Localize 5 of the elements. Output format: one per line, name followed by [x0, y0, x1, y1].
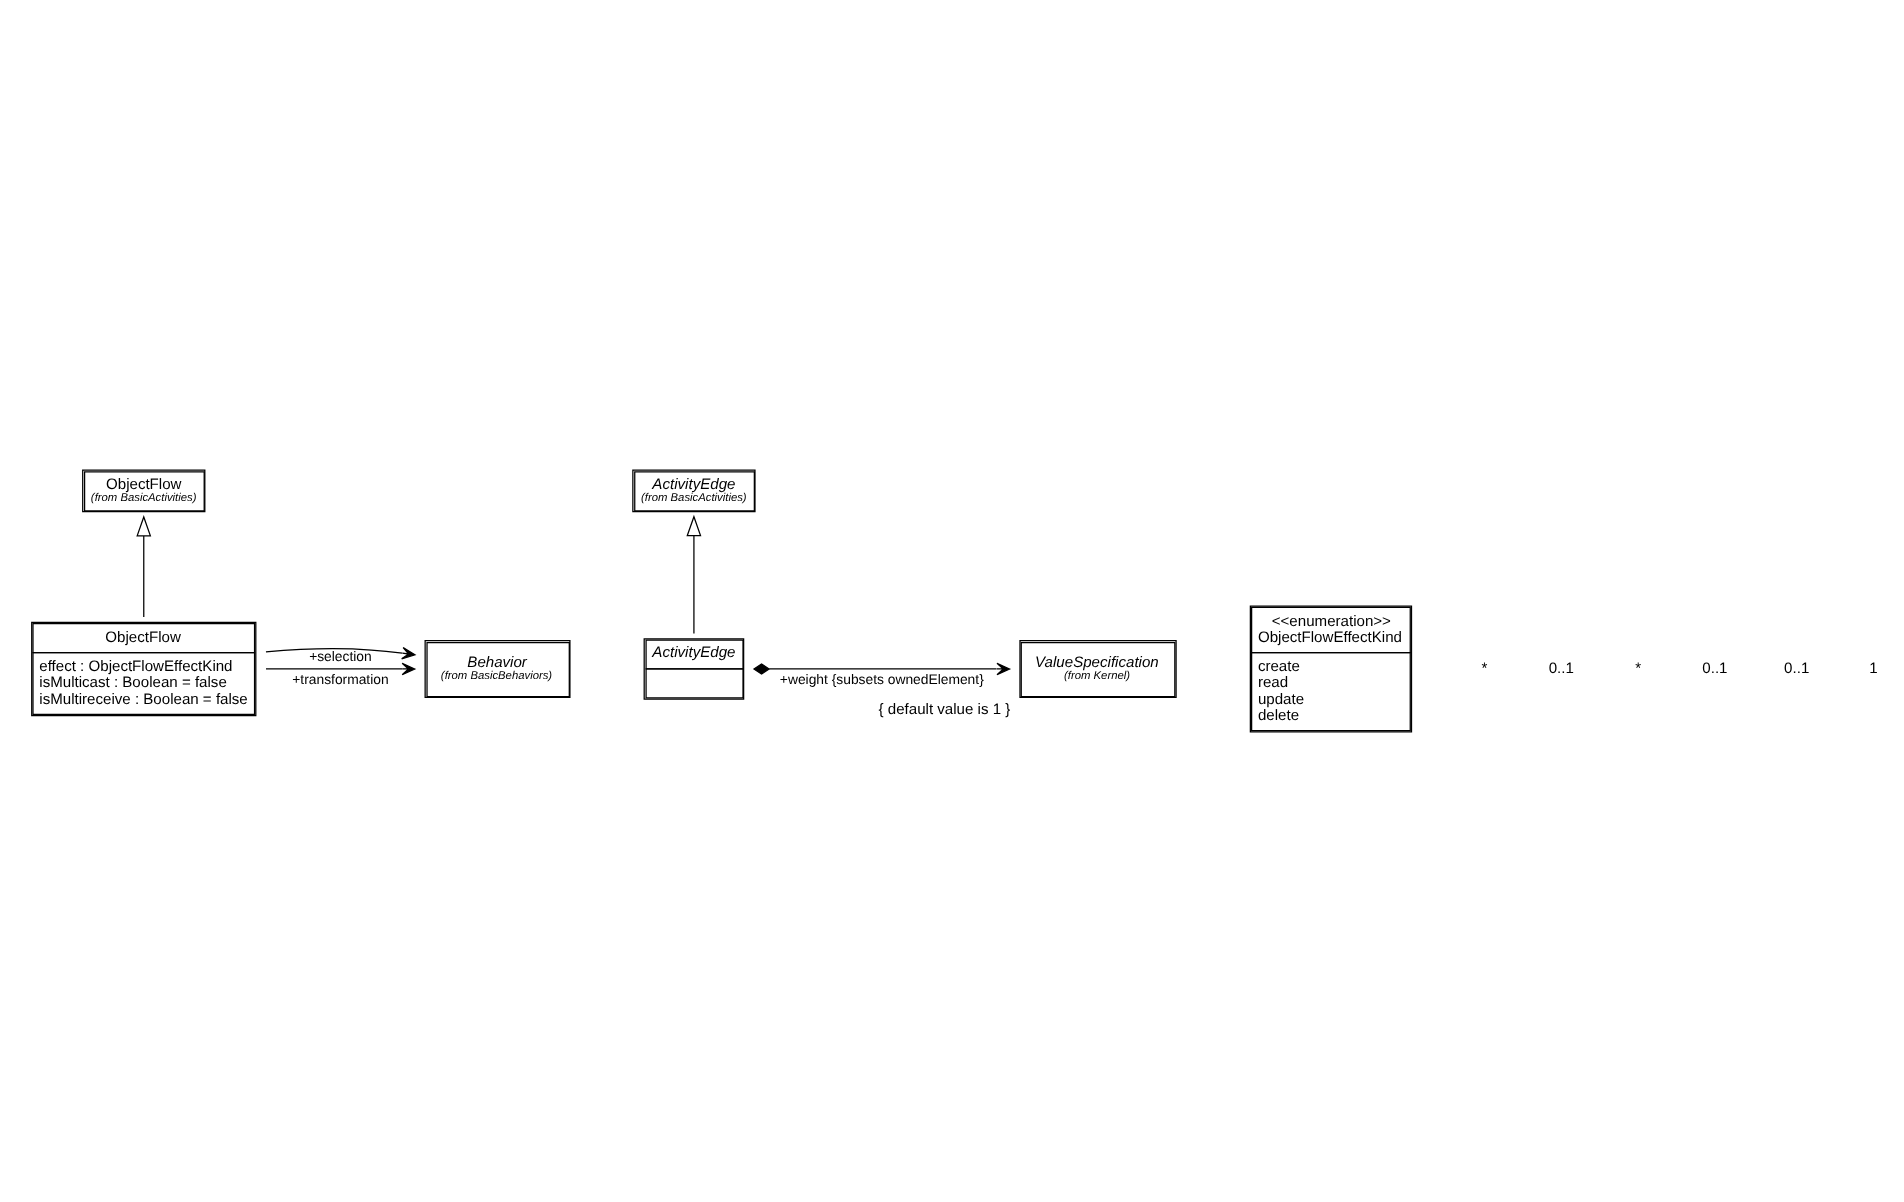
arrow [686, 514, 702, 635]
arrow [265, 646, 416, 660]
arrow [265, 662, 416, 676]
arrow [752, 662, 1011, 676]
arrow [136, 515, 152, 618]
